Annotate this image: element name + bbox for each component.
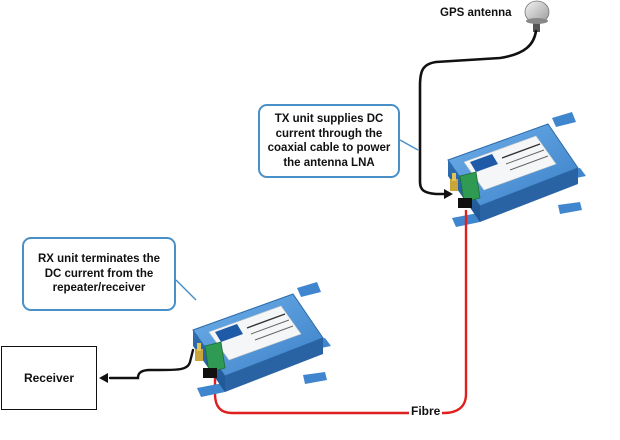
tx-unit xyxy=(447,112,586,227)
fibre-cable xyxy=(213,210,468,415)
tx-callout: TX unit supplies DC current through the … xyxy=(258,104,400,178)
receiver-box: Receiver xyxy=(1,346,97,410)
coax-cable-tx xyxy=(418,29,538,196)
receiver-label: Receiver xyxy=(23,371,75,385)
coax-arrowhead-tx xyxy=(444,189,453,199)
coax-arrowhead-rx xyxy=(99,373,108,383)
coax-cable-rx xyxy=(108,348,195,380)
rx-unit xyxy=(192,282,331,397)
gps-antenna-label: GPS antenna xyxy=(440,7,512,19)
gps-antenna-icon xyxy=(524,0,550,32)
fibre-label: Fibre xyxy=(409,404,443,418)
rx-callout: RX unit terminates the DC current from t… xyxy=(22,237,176,311)
tx-callout-pointer xyxy=(399,139,419,151)
rx-callout-pointer xyxy=(175,279,197,301)
